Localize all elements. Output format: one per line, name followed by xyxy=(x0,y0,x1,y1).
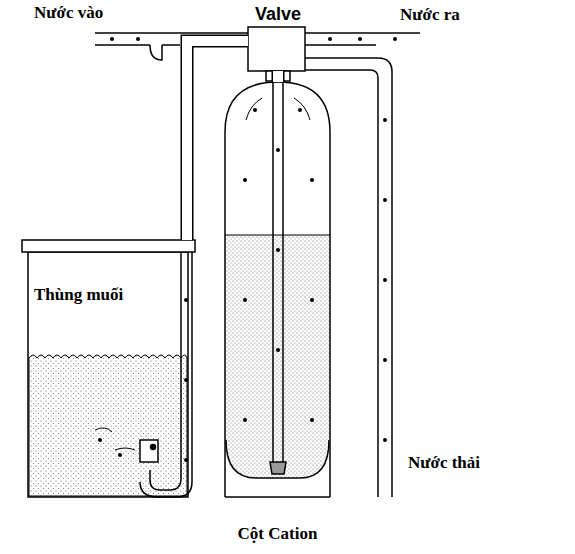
column-node: Cột Cation xyxy=(215,82,340,548)
pipe-connector xyxy=(187,41,248,240)
brine-draw-pipe xyxy=(140,252,192,497)
brine-tank xyxy=(22,240,195,497)
node-text: Thùng muối xyxy=(34,285,123,305)
tank-node: Thùng muối xyxy=(22,240,195,497)
node-text: Valve xyxy=(255,4,301,25)
drain-label: Nước thải xyxy=(408,453,480,473)
node-text: Cột Cation xyxy=(238,524,318,544)
inlet-label: Nước vào xyxy=(34,3,103,23)
flow-arrow-lines xyxy=(95,98,310,450)
valve-node: Valve xyxy=(238,2,318,71)
pipe-connector xyxy=(278,71,279,82)
valve-body xyxy=(248,27,305,81)
flow-arrows xyxy=(98,37,397,462)
outlet-label: Nước ra xyxy=(400,5,460,25)
cation-column xyxy=(225,82,330,497)
